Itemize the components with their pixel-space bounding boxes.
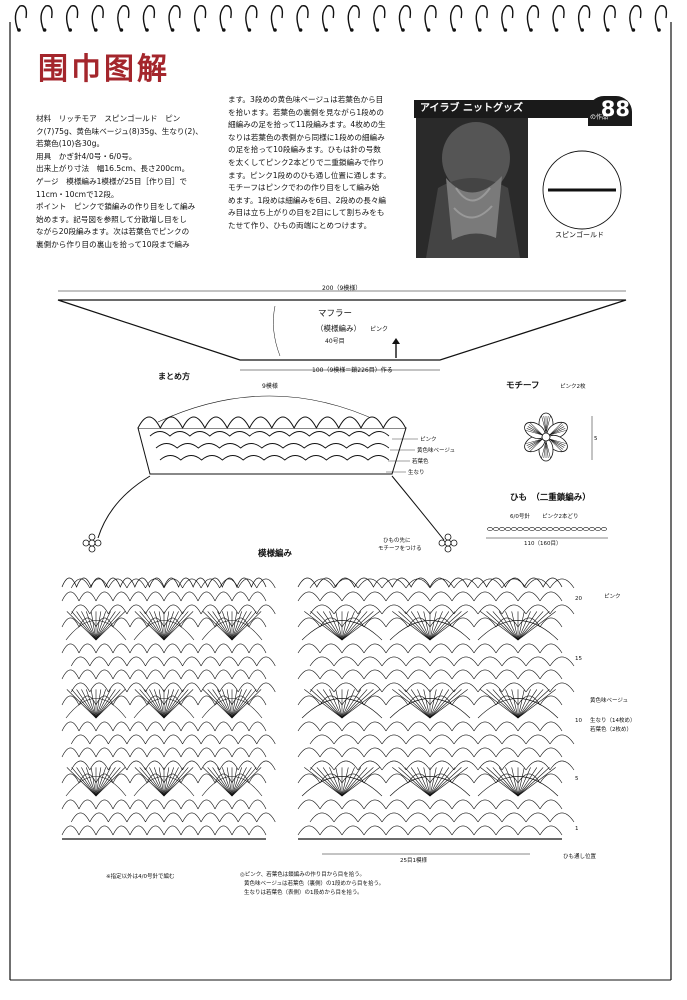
instruction-line: ク(7)75g、黄色味ベージュ(8)35g、生なり(2)、 [36,126,203,136]
layer-label-green: 若葉色 [412,457,429,465]
motif-size: 5 [594,436,598,442]
instruction-line: めます。1段めは細編みを6目、2段めの長々編 [228,195,387,205]
instructions-column-1: 材料 リッチモア スピンゴールド ピンク(7)75g、黄色味ベージュ(8)35g… [36,113,222,252]
cord-diagram: ひも （二重鎖編み） 6/0号針 ピンク2本どり 110（160目） [486,492,608,547]
instruction-line: ます。ピンク1段めのひも通し位置に通します。 [228,170,391,180]
assembly-width-label: 9模様 [262,382,278,390]
crochet-diagram: 200（9模様） マフラー （模様編み） ピンク 40号目 100（9模様＝鎖2… [57,284,636,896]
chart-color-natural: 生なり（14枚め） [590,716,636,724]
chart-color-pink: ピンク [604,593,621,600]
scallop-edges [137,416,407,461]
muffler-color: ピンク [370,326,388,333]
cord-hook: 6/0号針 [510,512,530,520]
chart-color-green: 若葉色（2枚め） [590,725,632,733]
motif-flower-right-icon [438,533,458,553]
stitch-chart: 模様編み 20 15 10 5 1 ピンク 黄色味ベージュ 生なり（14枚め） … [61,548,636,896]
instruction-line: を拾います。若葉色の裏側を見ながら1段めの [228,107,384,117]
instruction-line: 裏側から作り目の裏山を拾って10段まで編み [36,239,190,249]
instruction-line: たせて作り、ひもの両端にとめつけます。 [228,220,372,230]
page-number-badge: 88 [588,96,632,126]
instruction-line: 用具 かぎ針4/0号・6/0号。 [36,151,137,161]
chart-repeat-label: 25目1模様 [400,856,427,864]
cord-note-2: モチーフをつける [378,545,422,552]
chart-panel-right [297,577,575,840]
muffler-bottom-dimension: 100（9模様＝鎖226目）作る [312,366,393,374]
instruction-line: み目は立ち上がりの目を2目にして割ちみをも [228,208,385,218]
yarn-label: スピンゴールド [555,231,604,239]
instruction-line: の足を拾って10段編みます。ひもは針の号数 [228,145,381,155]
cord-color: ピンク2本どり [542,512,579,520]
layer-label-beige: 黄色味ベージュ [417,446,455,454]
muffler-top-dimension: 200（9模様） [322,284,361,292]
cord-length: 110（160目） [524,540,562,547]
assembly-sketch: まとめ方 9模様 ピンク 黄色味ベージュ 若葉色 生なり [82,371,458,553]
instruction-line: 細編みの足を拾って11段編みます。4枚めの生 [228,120,386,130]
chart-note-left: ※指定以外は4/0号針で編む [106,872,175,880]
chart-title: 模様編み [258,548,293,559]
motif-title: モチーフ [506,381,540,391]
chart-color-beige: 黄色味ベージュ [590,696,628,704]
page-number: 88 [600,97,630,121]
instruction-line: ポイント ピンクで鎖編みの作り目をして編み [36,202,196,212]
instruction-line: 始めます。記号図を参照して分散増し目をし [36,214,187,224]
motif-flower-left-icon [82,533,102,553]
muffler-name: マフラー [318,309,352,319]
instruction-line: 出来上がり寸法 幅16.5cm、長さ200cm。 [36,164,190,174]
svg-text:5: 5 [575,776,579,782]
instruction-line: モチーフはピンクでわの作り目をして編み始 [228,183,380,193]
cord-note-1: ひもの先に [383,536,411,544]
motif-diagram: モチーフ ピンク2枚 5 [506,381,598,462]
instructions-column-2: ます。3段めの黄色味ベージュは若葉色から目を拾います。若葉色の裏側を見ながら1段… [228,94,414,233]
muffler-schematic: 200（9模様） マフラー （模様編み） ピンク 40号目 100（9模様＝鎖2… [57,284,627,374]
yarn-sample-icon [542,150,622,230]
svg-text:20: 20 [575,596,582,602]
svg-text:10: 10 [575,718,582,724]
instruction-line: なりは若葉色の表側から同様に1段めの細編み [228,132,385,142]
layer-label-natural: 生なり [408,468,425,476]
chart-note-right-2: 黄色味ベージュは若葉色（裏側）の1段めから目を拾う。 [244,879,384,887]
chart-panel-left [61,577,276,840]
muffler-pattern: （模様編み） [316,323,361,333]
instruction-line: を太くしてピンク2本どりで二重鎖編みで作り [228,157,385,167]
cord-title: ひも （二重鎖編み） [510,492,591,503]
instruction-line: 若葉色(10)各30g。 [36,139,105,149]
layer-label-pink: ピンク [420,436,437,443]
chart-row-numbers: 20 15 10 5 1 [575,596,582,832]
muffler-row-count: 40号目 [325,338,345,345]
magazine-banner: アイラブ ニットグッズ [414,100,614,118]
instruction-line: 材料 リッチモア スピンゴールド ピン [36,114,181,123]
svg-text:15: 15 [575,656,582,662]
cord-position-label: ひも通し位置 [563,852,597,860]
svg-text:1: 1 [575,826,579,832]
instruction-line: ながら20段編みます。次は若葉色でピンクの [36,227,190,237]
product-photo-block: アイラブ ニットグッズ 88 の作品 [414,96,632,258]
model-photo [416,118,528,258]
instruction-line: 11cm・10cmで12段。 [36,189,119,199]
assembly-title: まとめ方 [158,371,190,381]
chart-note-right-1: ◎ピンク、若葉色は鎖編みの作り目から目を拾う。 [240,870,365,878]
instruction-line: ます。3段めの黄色味ベージュは若葉色から目 [228,95,384,104]
spiral-binding [14,5,668,32]
instruction-line: ゲージ 模様編み1模様が25目［作り目］で [36,176,188,186]
page-title: 围巾图解 [38,52,170,87]
page-number-suffix: の作品 [590,114,609,121]
motif-color: ピンク2枚 [560,382,586,390]
chart-note-right-3: 生なりは若葉色（表側）の1段めから目を拾う。 [244,888,363,896]
